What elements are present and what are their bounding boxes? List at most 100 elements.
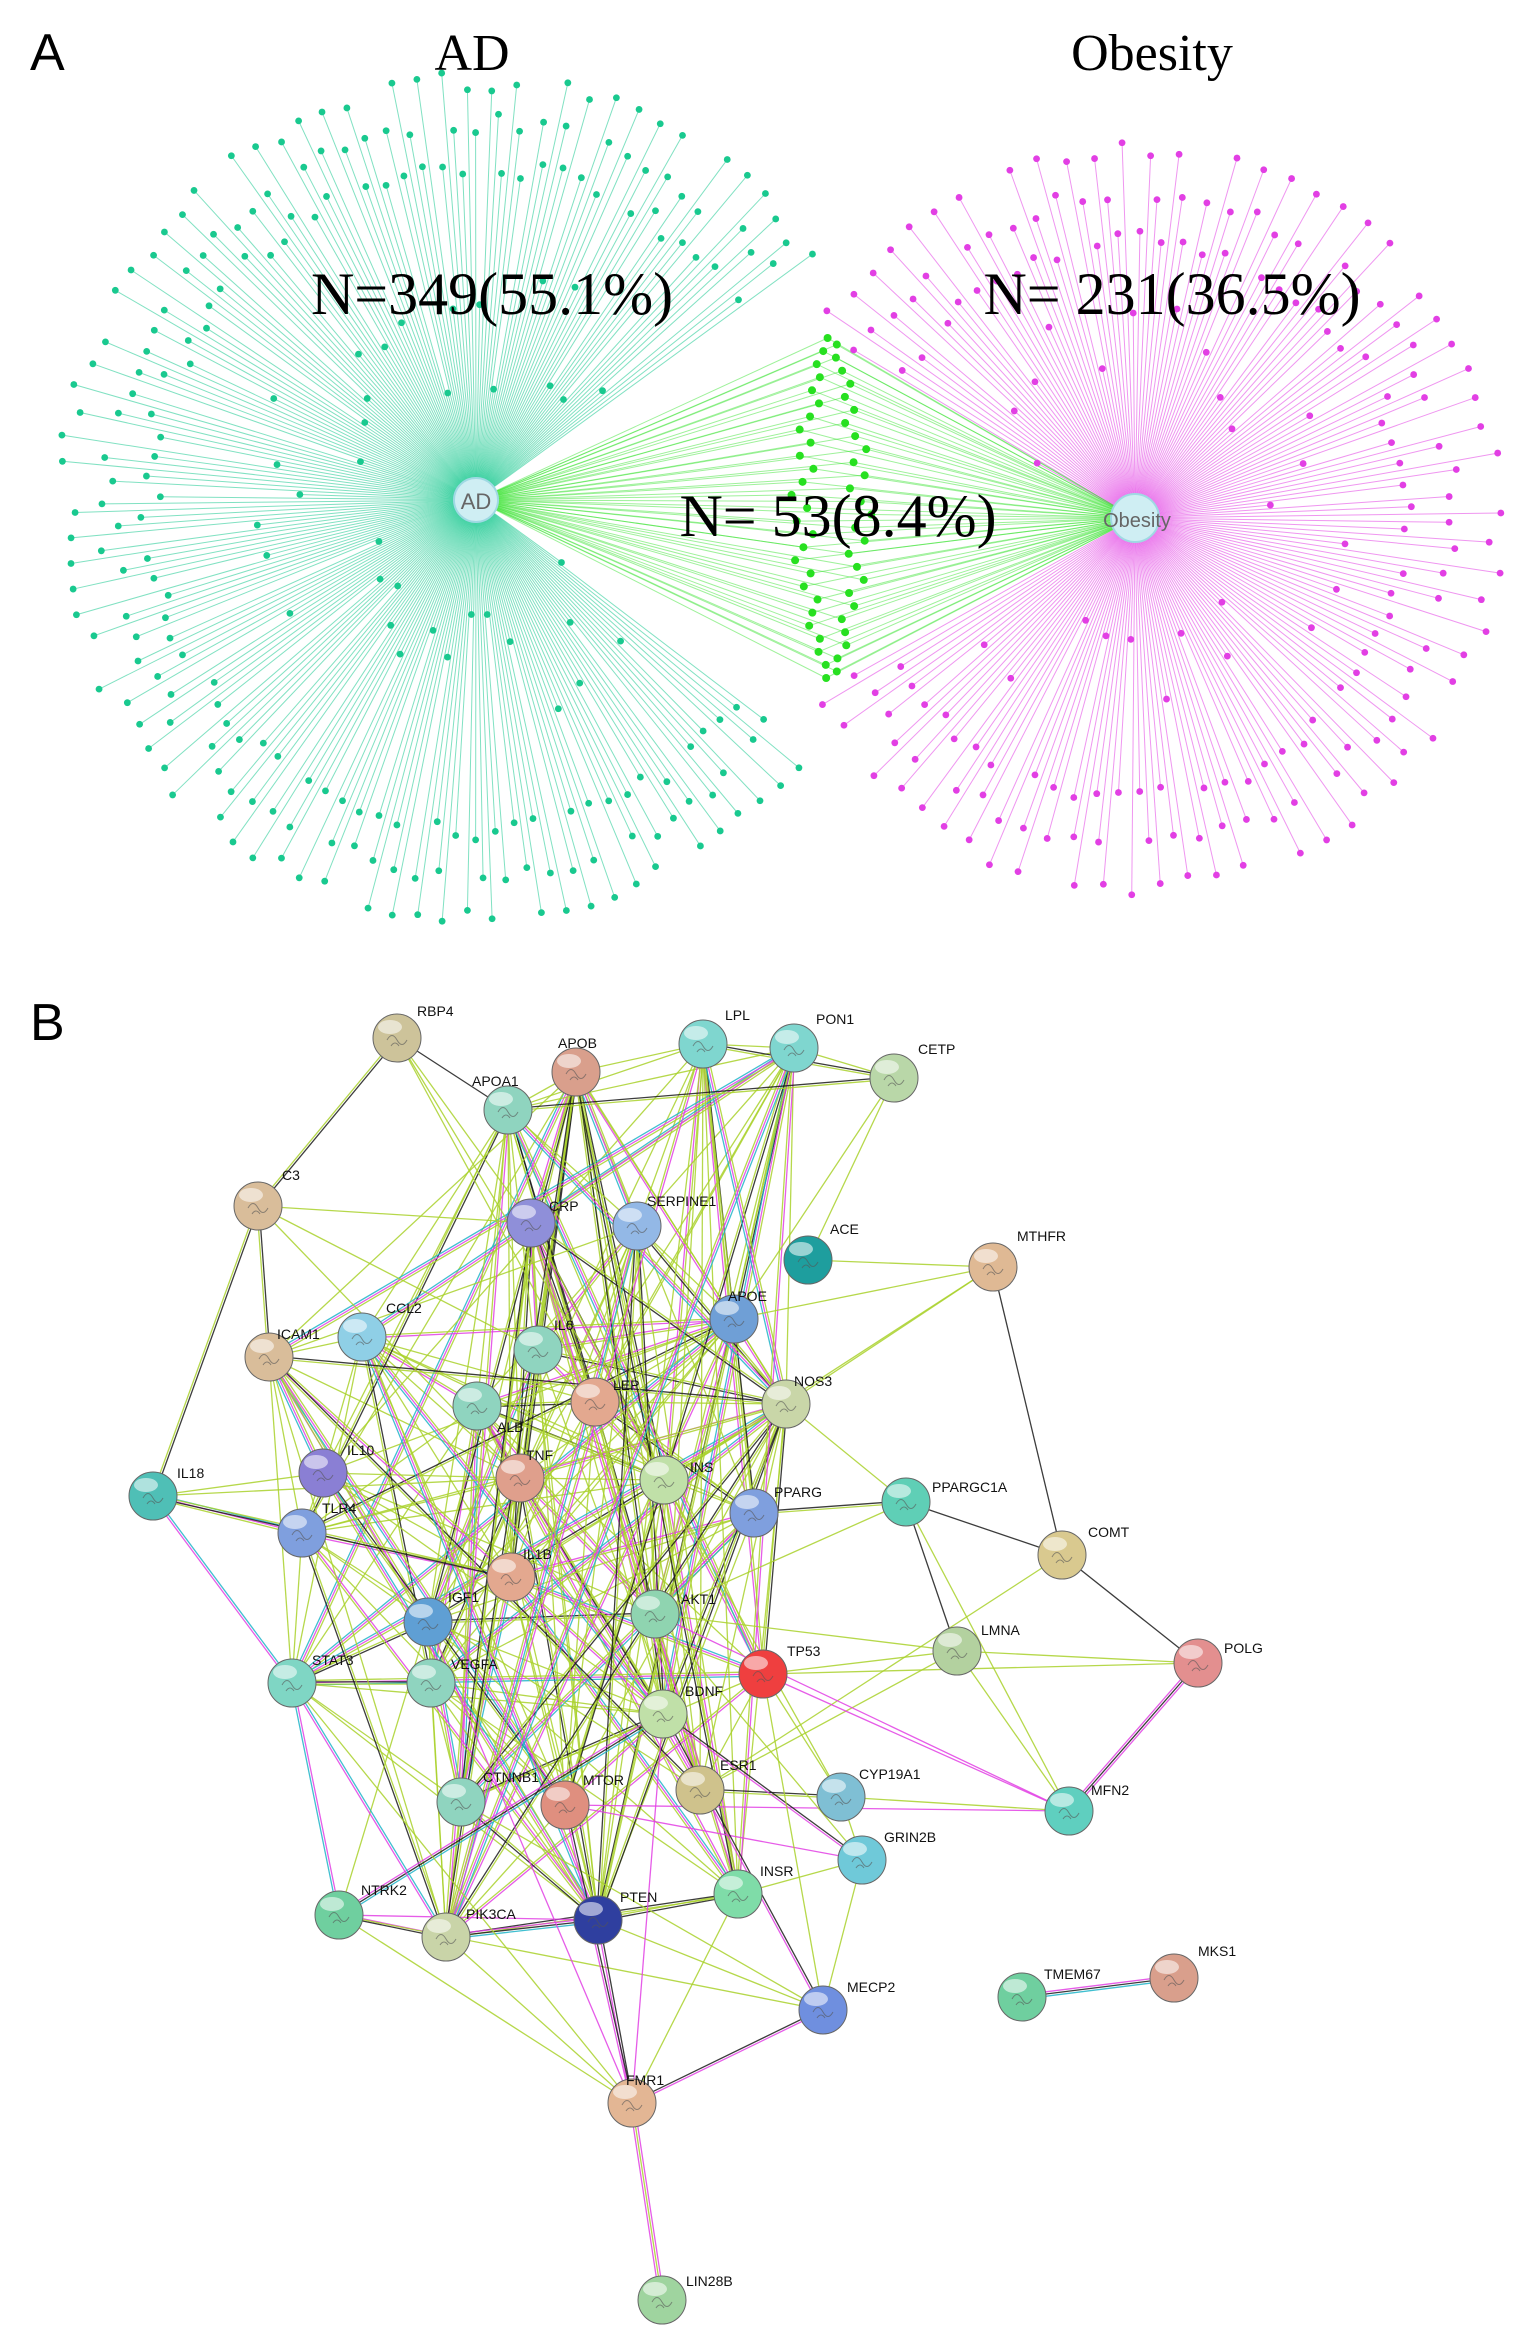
ad-edge — [475, 499, 574, 871]
obesity-target-node — [1393, 321, 1401, 328]
obesity-target-node — [918, 354, 926, 361]
protein-node-highlight — [843, 1842, 867, 1856]
obesity-edge — [1134, 517, 1337, 590]
obesity-target-node — [1258, 274, 1265, 282]
protein-node-highlight — [492, 1559, 516, 1573]
ad-target-node — [241, 252, 249, 260]
shared-edge-ad — [475, 499, 804, 548]
protein-node-highlight — [744, 1656, 768, 1670]
ad-edge — [442, 166, 477, 501]
obesity-edge — [1048, 326, 1136, 519]
panel-a-edges — [61, 73, 1501, 922]
ad-edge — [73, 499, 477, 590]
ad-target-node — [400, 172, 408, 180]
ad-edge — [475, 499, 724, 774]
obesity-edge — [1134, 157, 1238, 519]
ad-edge — [475, 242, 787, 501]
shared-edge-obesity — [819, 376, 1136, 519]
shared-target-node — [850, 602, 859, 611]
shared-edge-obesity — [802, 481, 1136, 519]
interaction-edge — [428, 1072, 578, 1623]
interaction-edge — [291, 1671, 763, 1682]
interaction-edge — [430, 1682, 599, 1921]
gene-label: INSR — [760, 1863, 793, 1879]
ad-edge — [475, 242, 683, 501]
interaction-edge — [269, 1355, 787, 1404]
ad-edge — [475, 499, 610, 802]
obesity-target-node — [942, 711, 950, 719]
ad-target-node — [375, 538, 383, 545]
obesity-target-node — [1200, 784, 1208, 792]
obesity-target-node — [1082, 616, 1090, 624]
obesity-edge — [1134, 452, 1498, 519]
ad-edge — [475, 97, 617, 501]
ad-edge — [169, 499, 477, 723]
gene-label: IL1B — [523, 1546, 552, 1562]
shared-edge-ad — [475, 499, 849, 555]
shared-edge-obesity — [864, 474, 1136, 519]
interaction-edge — [257, 1205, 532, 1224]
obesity-edge — [1134, 426, 1481, 519]
interaction-edge — [291, 1682, 664, 1715]
ad-edge — [475, 228, 744, 501]
interaction-edge — [256, 1206, 269, 1358]
interaction-edge — [631, 1893, 739, 2104]
protein-node-ball — [968, 1242, 1018, 1292]
shared-edge-obesity — [855, 517, 1136, 529]
shared-edge-ad — [475, 499, 797, 522]
obesity-edge — [1134, 517, 1228, 657]
ad-target-node — [464, 906, 471, 914]
interaction-edge — [258, 1038, 399, 1208]
obesity-target-node — [1435, 594, 1442, 602]
ad-target-node — [564, 79, 572, 87]
obesity-target-node — [1386, 239, 1394, 247]
obesity-target-node — [1388, 715, 1396, 723]
protein-node-alb: ALB — [452, 1381, 523, 1435]
interaction-edge — [537, 1317, 734, 1350]
ad-edge — [163, 373, 477, 501]
protein-structure-icon — [743, 1510, 765, 1522]
ad-target-node — [711, 263, 719, 271]
ad-target-node — [135, 368, 143, 376]
ad-target-node — [144, 555, 151, 562]
ad-target-node — [382, 127, 390, 135]
ad-edge — [206, 327, 477, 501]
interaction-edge — [462, 1514, 757, 1805]
protein-node-ball — [128, 1471, 178, 1521]
obesity-edge — [990, 517, 1136, 766]
shared-target-node — [821, 660, 830, 669]
obesity-edge — [1134, 211, 1231, 519]
obesity-target-node — [1373, 736, 1381, 744]
interaction-edge — [733, 1077, 895, 1320]
ad-target-node — [679, 131, 686, 139]
ad-edge — [118, 412, 477, 501]
ad-target-node — [566, 618, 574, 626]
obesity-edge — [1117, 233, 1136, 519]
ad-hub-label: AD — [461, 489, 492, 514]
interaction-edge — [396, 1037, 532, 1224]
obesity-edge — [1134, 517, 1348, 748]
obesity-edge — [1134, 517, 1150, 841]
gene-label: MECP2 — [847, 1979, 895, 1995]
ad-target-node — [539, 277, 547, 285]
ad-target-node — [281, 238, 288, 246]
interaction-edge — [302, 1531, 600, 1920]
ad-edge — [289, 499, 477, 828]
obesity-target-node — [1400, 525, 1408, 533]
shared-edge-ad — [475, 499, 838, 659]
shared-edge-obesity — [799, 455, 1136, 519]
interaction-edge — [302, 1532, 448, 1937]
protein-node-grin2b: GRIN2B — [837, 1829, 936, 1885]
ad-target-node — [217, 813, 224, 821]
protein-node-tmem67: TMEM67 — [997, 1966, 1101, 2022]
interaction-edge — [664, 1479, 740, 1894]
shared-target-node — [815, 634, 824, 643]
ad-edge — [213, 499, 477, 683]
interaction-edge — [507, 1047, 795, 1111]
interaction-edge — [840, 1796, 1070, 1812]
obesity-edge — [1121, 142, 1136, 519]
ad-edge — [324, 499, 477, 882]
obesity-edge — [1134, 517, 1434, 739]
